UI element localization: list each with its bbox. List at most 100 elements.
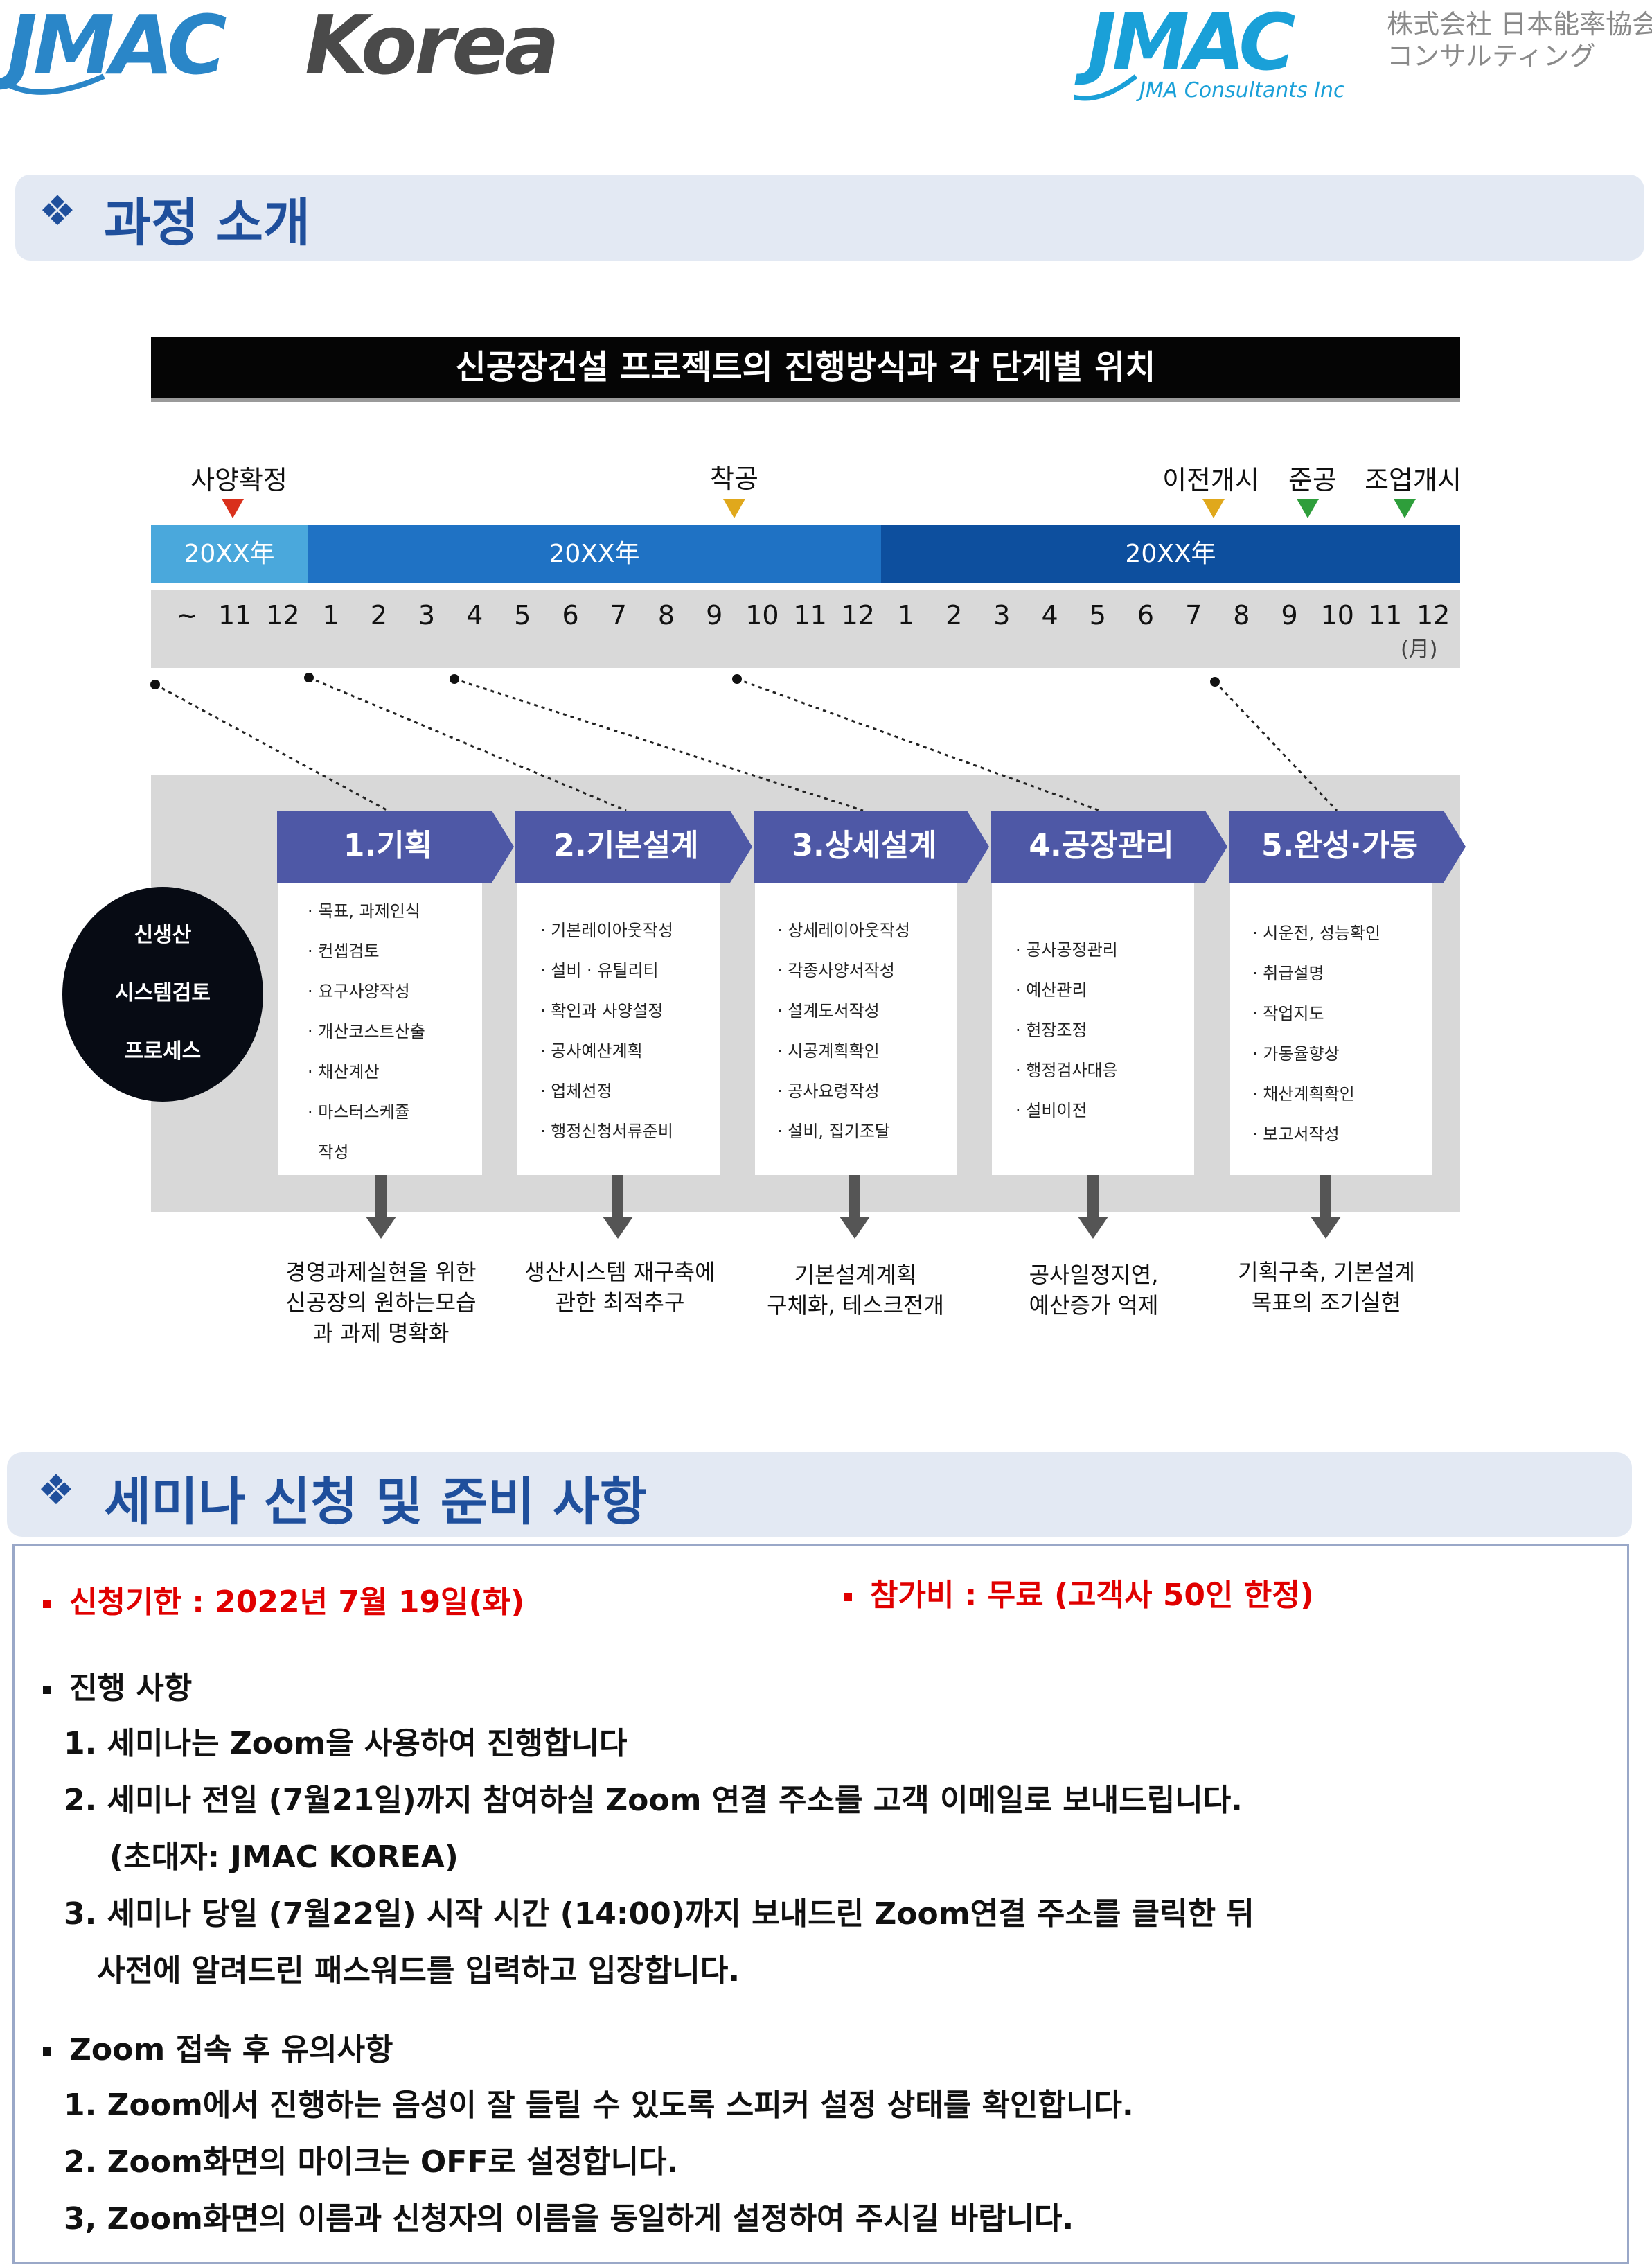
- square-bullet-icon: [43, 2047, 51, 2056]
- stage-item: · 행정검사대응: [1015, 1061, 1118, 1080]
- stage-item: · 공사예산계획: [540, 1041, 643, 1061]
- process-label-line3: 프로세스: [124, 1039, 202, 1064]
- jmac-korea-logo: JMAC Korea: [0, 0, 560, 95]
- stage-item: · 행정신청서류준비: [540, 1122, 673, 1141]
- outcome-line: 생산시스템 재구축에: [524, 1259, 716, 1285]
- svg-text:JMA Consultants Inc: JMA Consultants Inc: [1136, 78, 1345, 103]
- process-label-line1: 신생산: [134, 923, 192, 947]
- stage-item: · 컨셉검토: [308, 942, 380, 961]
- month-label: 2: [370, 600, 387, 630]
- month-label: 10: [745, 600, 779, 630]
- outcome-line: 과 과제 명확화: [312, 1320, 450, 1346]
- stage-item: · 현장조정: [1015, 1021, 1087, 1040]
- stage-item: · 보고서작성: [1252, 1124, 1340, 1144]
- month-label: 3: [418, 600, 436, 630]
- zoom-heading-text: Zoom 접속 후 유의사항: [69, 2032, 393, 2067]
- month-label: ~: [176, 600, 198, 630]
- month-label: 1: [322, 600, 339, 630]
- progress-heading: 진행 사항: [43, 1663, 192, 1707]
- milestone-construction-start: 착공: [710, 464, 758, 494]
- down-arrow-icon: [840, 1175, 870, 1239]
- down-arrows: [366, 1175, 1341, 1239]
- down-arrow-icon: [366, 1175, 396, 1239]
- jmac-japanese-name: 株式会社 日本能率協会 コンサルティング: [1387, 8, 1652, 72]
- zoom-line-1: 1. Zoom에서 진행하는 음성이 잘 들릴 수 있도록 스피커 설정 상태를…: [64, 2088, 1134, 2123]
- milestone-relocation-start: 이전개시: [1162, 465, 1259, 495]
- stage-item: · 업체선정: [540, 1082, 612, 1101]
- outcome-line: 구체화, 테스크전개: [767, 1292, 944, 1318]
- month-label: 4: [1041, 600, 1058, 630]
- stage-item: · 공사공정관리: [1015, 940, 1118, 960]
- progress-line-1: 1. 세미나는 Zoom을 사용하여 진행합니다: [64, 1726, 628, 1761]
- progress-line-2: 2. 세미나 전일 (7월21일)까지 참여하실 Zoom 연결 주소를 고객 …: [64, 1783, 1243, 1818]
- month-label: 9: [706, 600, 723, 630]
- section-header-seminar: [7, 1452, 1632, 1537]
- outcome-line: 경영과제실현을 위한: [285, 1259, 477, 1285]
- stage-arrows: [277, 811, 1466, 883]
- stage-title-basic-design: 2.기본설계: [553, 828, 699, 863]
- marker-red-triangle-icon: [222, 499, 244, 518]
- milestone-spec-fixed: 사양확정: [190, 465, 287, 495]
- stage-card-detail-design: · 상세레이아웃작성 · 각종사양서작성 · 설계도서작성 · 시공계획확인 ·…: [755, 883, 957, 1175]
- diagram-title: 신공장건설 프로젝트의 진행방식과 각 단계별 위치: [151, 337, 1460, 402]
- year-bar-2: 20XX年: [308, 525, 881, 583]
- outcome-line: 목표의 조기실현: [1251, 1289, 1402, 1316]
- month-label: 10: [1320, 600, 1354, 630]
- month-label: 8: [657, 600, 675, 630]
- progress-line-4: 3. 세미나 당일 (7월22일) 시작 시간 (14:00)까지 보내드린 Z…: [64, 1896, 1254, 1932]
- month-label: 7: [1185, 600, 1202, 630]
- stage-title-factory-management: 4.공장관리: [1029, 828, 1174, 863]
- milestone-operation-start: 조업개시: [1365, 465, 1462, 495]
- square-bullet-icon: [844, 1593, 852, 1601]
- jp-name-line2: コンサルティング: [1387, 41, 1596, 71]
- outcome-line: 기본설계계획: [794, 1262, 917, 1288]
- stage-card-completion: · 시운전, 성능확인 · 취급설명 · 작업지도 · 가동율향상 · 채산계획…: [1230, 883, 1432, 1175]
- month-row: [151, 590, 1460, 668]
- deadline-text: 신청기한 : 2022년 7월 19일(화): [69, 1585, 525, 1620]
- stage-item: · 개산코스트산출: [308, 1022, 425, 1041]
- stage-item: · 채산계획확인: [1252, 1084, 1355, 1104]
- jp-name-line1: 株式会社 日本能率協会: [1387, 9, 1652, 39]
- stage-item: · 확인과 사양설정: [540, 1001, 664, 1021]
- month-label: 11: [1368, 600, 1403, 630]
- stage-title-detail-design: 3.상세설계: [792, 828, 937, 863]
- outcome-basic-design: 생산시스템 재구축에 관한 최적추구: [499, 1257, 741, 1318]
- down-arrow-icon: [1311, 1175, 1341, 1239]
- milestone-completion: 준공: [1288, 465, 1337, 495]
- month-label: 3: [993, 600, 1011, 630]
- stage-item: · 설계도서작성: [777, 1001, 880, 1021]
- month-label: 11: [793, 600, 827, 630]
- year-bar-1: 20XX年: [151, 525, 308, 583]
- month-label: 11: [218, 600, 252, 630]
- section-header-course: [15, 175, 1644, 261]
- marker-green-triangle-icon: [1297, 499, 1319, 518]
- stage-item: · 설비 · 유틸리티: [540, 961, 659, 980]
- stage-item: · 상세레이아웃작성: [777, 921, 910, 940]
- stage-item: · 작업지도: [1252, 1004, 1324, 1023]
- outcome-completion: 기획구축, 기본설계 목표의 조기실현: [1205, 1257, 1448, 1318]
- stage-item: · 설비이전: [1015, 1101, 1087, 1120]
- stage-item: · 취급설명: [1252, 964, 1324, 983]
- square-bullet-icon: [43, 1686, 51, 1694]
- section-title-course: 과정 소개: [104, 193, 311, 253]
- month-unit: (月): [1401, 637, 1438, 662]
- marker-green-triangle-icon: [1394, 499, 1416, 518]
- stage-title-planning: 1.기획: [343, 828, 433, 863]
- month-label: 5: [1089, 600, 1106, 630]
- stage-connectors: [150, 673, 1338, 812]
- participation-fee: 참가비 : 무료 (고객사 50인 한정): [844, 1570, 1314, 1614]
- marker-yellow-triangle-icon: [723, 499, 745, 518]
- process-oval: 신생산 시스템검토 프로세스: [62, 887, 263, 1102]
- jmac-logo: JMAC JMA Consultants Inc: [1074, 0, 1345, 103]
- stage-item: · 기본레이아웃작성: [540, 921, 673, 940]
- diamond-bullet-icon: ❖: [39, 187, 76, 236]
- section-title-seminar: 세미나 신청 및 준비 사항: [104, 1472, 647, 1532]
- svg-text:Korea: Korea: [305, 0, 557, 93]
- milestone-markers: [222, 499, 1416, 518]
- application-deadline: 신청기한 : 2022년 7월 19일(화): [43, 1577, 524, 1621]
- stage-item: · 마스터스케쥴: [308, 1102, 410, 1122]
- stage-item: · 공사요령작성: [777, 1082, 880, 1101]
- outcome-planning: 경영과제실현을 위한 신공장의 원하는모습 과 과제 명확화: [256, 1257, 506, 1348]
- square-bullet-icon: [43, 1600, 51, 1608]
- stage-item: 작성: [308, 1143, 349, 1162]
